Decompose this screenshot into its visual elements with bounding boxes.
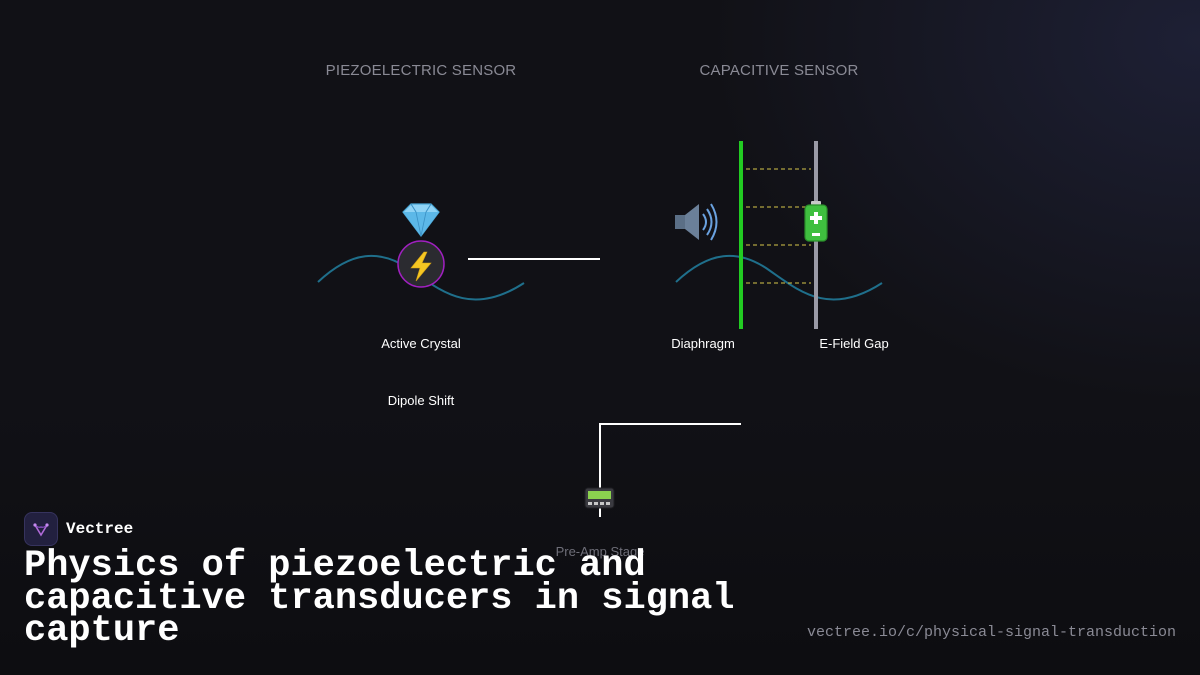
brand: Vectree xyxy=(24,512,133,546)
e-field-gap-label: E-Field Gap xyxy=(819,336,888,351)
preamp-stage-label: Pre-Amp Stage xyxy=(556,544,645,559)
brand-name: Vectree xyxy=(66,520,134,538)
page-url: vectree.io/c/physical-signal-transductio… xyxy=(806,624,1176,641)
battery-icon xyxy=(804,201,828,242)
capacitive-section-title: CAPACITIVE SENSOR xyxy=(700,62,859,79)
pager-icon xyxy=(584,487,615,509)
capacitive-waveform xyxy=(675,254,883,301)
speaker-icon xyxy=(675,203,718,241)
crystal-node xyxy=(397,240,445,288)
gem-icon xyxy=(402,203,440,237)
vectree-logo-icon xyxy=(24,512,58,546)
piezo-section-title: PIEZOELECTRIC SENSOR xyxy=(326,62,517,79)
diaphragm-label: Diaphragm xyxy=(671,336,735,351)
page-title: Physics of piezoelectric and capacitive … xyxy=(24,545,735,652)
lightning-icon xyxy=(410,251,432,282)
preamp-connector xyxy=(599,423,741,517)
dipole-shift-label: Dipole Shift xyxy=(388,393,455,408)
active-crystal-label: Active Crystal xyxy=(381,336,461,351)
e-field-lines xyxy=(746,168,811,284)
